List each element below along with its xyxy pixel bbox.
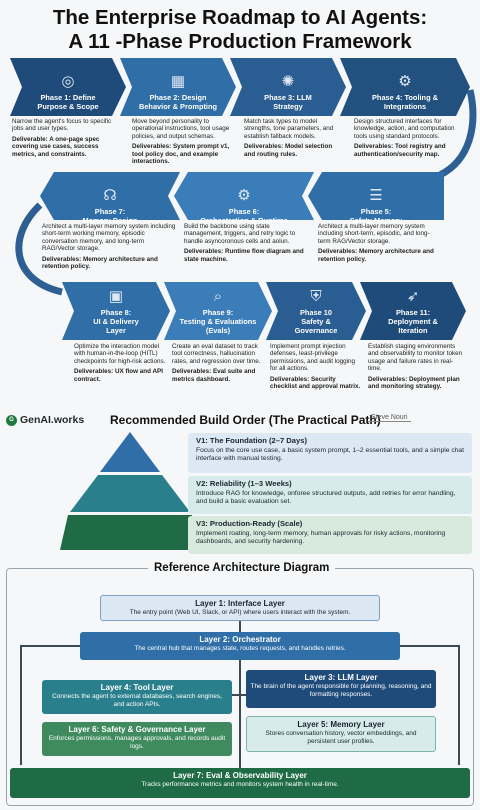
phase-5-description: Architect a multi-layer memory system in…: [318, 223, 434, 263]
gears-icon: ⚙: [398, 73, 412, 90]
phase-3-chevron[interactable]: ✺ Phase 3: LLM Strategy: [230, 58, 346, 116]
connector-line: [20, 645, 22, 765]
layer-7-eval-observability[interactable]: Layer 7: Eval & Observability Layer Trac…: [10, 768, 470, 798]
phase-8-label: Phase 8: UI & Delivery Layer: [93, 308, 139, 335]
brand-mark-icon: G: [6, 414, 17, 426]
phase-5-label: Phase 5: Safety Memory: [349, 207, 403, 225]
database-icon: ☰: [369, 187, 383, 204]
phase-1-description: Narrow the agent's focus to specific job…: [12, 118, 112, 158]
magnifier-icon: ⌕: [213, 288, 223, 305]
gear-network-icon: ⚙: [237, 187, 251, 204]
phase-2-description: Move beyond personality to operational i…: [132, 118, 230, 166]
build-order-title: Recommended Build Order (The Practical P…: [110, 413, 381, 427]
rocket-icon: ➶: [406, 288, 420, 305]
brain-chip-icon: ✺: [281, 73, 295, 90]
connector-line: [232, 694, 248, 696]
layer-6-safety-governance[interactable]: Layer 6: Safety & Governance Layer Enfor…: [42, 722, 232, 756]
build-pyramid: [60, 432, 200, 550]
phase-7-label: Phase 7: Memory Design: [82, 207, 138, 225]
connector-line: [239, 660, 241, 770]
connector-line: [458, 645, 460, 765]
roadmap-connector: [15, 89, 477, 296]
shield-icon: ⛨: [310, 288, 322, 305]
layer-1-interface[interactable]: Layer 1: Interface Layer The entry point…: [100, 595, 380, 621]
phase-1-label: Phase 1: Define Purpose & Scope: [37, 93, 99, 111]
phase-7-chevron[interactable]: ☊ Phase 7: Memory Design: [40, 172, 180, 230]
brand-logo: G GenAI.works: [6, 414, 84, 426]
version-3-band: V3: Production-Ready (Scale) Implement r…: [188, 516, 472, 554]
target-icon: ◎: [61, 73, 75, 90]
phase-11-description: Establish staging environments and obser…: [368, 343, 463, 391]
phase-4-chevron[interactable]: ⚙ Phase 4: Tooling & Integrations: [340, 58, 470, 116]
architecture-title: Reference Architecture Diagram: [148, 562, 336, 574]
layer-3-llm[interactable]: Layer 3: LLM Layer The brain of the agen…: [246, 670, 436, 708]
phase-9-label: Phase 9: Testing & Evaluations (Evals): [179, 308, 257, 335]
phase-4-label: Phase 4: Tooling & Integrations: [372, 93, 438, 111]
phase-11-label: Phase 11: Deployment & Iteration: [388, 308, 438, 335]
phase-8-chevron[interactable]: ▣ Phase 8: UI & Delivery Layer: [62, 282, 170, 340]
phase-3-description: Match task types to model strengths, ton…: [244, 118, 334, 158]
phase-2-label: Phase 2: Design Behavior & Prompting: [138, 93, 218, 111]
layer-4-tool[interactable]: Layer 4: Tool Layer Connects the agent t…: [42, 680, 232, 714]
page-title: The Enterprise Roadmap to AI Agents: A 1…: [52, 6, 428, 53]
phase-3-label: Phase 3: LLM Strategy: [264, 93, 312, 111]
version-2-band: V2: Reliability (1–3 Weeks) Introduce RA…: [188, 476, 472, 514]
phase-10-description: Implement prompt injection defenses, lea…: [270, 343, 361, 391]
connector-line: [20, 645, 80, 647]
phase-2-chevron[interactable]: ▦ Phase 2: Design Behavior & Prompting: [120, 58, 236, 116]
phase-10-label: Phase 10 Safety & Governance: [294, 308, 338, 335]
connector-line: [400, 645, 460, 647]
author-name: Steve Nouri: [368, 414, 411, 422]
layer-5-memory[interactable]: Layer 5: Memory Layer Stores conversatio…: [246, 716, 436, 752]
phase-9-chevron[interactable]: ⌕ Phase 9: Testing & Evaluations (Evals): [164, 282, 272, 340]
layer-2-orchestrator[interactable]: Layer 2: Orchestrator The central hub th…: [80, 632, 400, 660]
phase-10-chevron[interactable]: ⛨ Phase 10 Safety & Governance: [266, 282, 366, 340]
phase-5-chevron[interactable]: ☰ Phase 5: Safety Memory: [308, 172, 444, 230]
phase-8-description: Optimize the interaction model with huma…: [74, 343, 166, 383]
blueprint-icon: ▦: [170, 73, 186, 90]
phase-9-description: Create an eval dataset to track tool cor…: [172, 343, 261, 383]
phase-4-description: Design structured interfaces for knowled…: [354, 118, 455, 158]
phase-6-chevron[interactable]: ⚙ Phase 6: Orchestration & Runtime: [174, 172, 314, 230]
ui-window-icon: ▣: [108, 288, 124, 305]
phase-6-label: Phase 6: Orchestration & Runtime: [200, 207, 288, 225]
version-1-band: V1: The Foundation (2–7 Days) Focus on t…: [188, 433, 472, 473]
connector-line: [239, 620, 241, 634]
phase-11-chevron[interactable]: ➶ Phase 11: Deployment & Iteration: [360, 282, 466, 340]
brain-icon: ☊: [103, 187, 117, 204]
phase-7-description: Architect a multi-layer memory system in…: [42, 223, 176, 271]
phase-6-description: Build the backbone using state managemen…: [184, 223, 304, 263]
phase-1-chevron[interactable]: ◎ Phase 1: Define Purpose & Scope: [10, 58, 126, 116]
